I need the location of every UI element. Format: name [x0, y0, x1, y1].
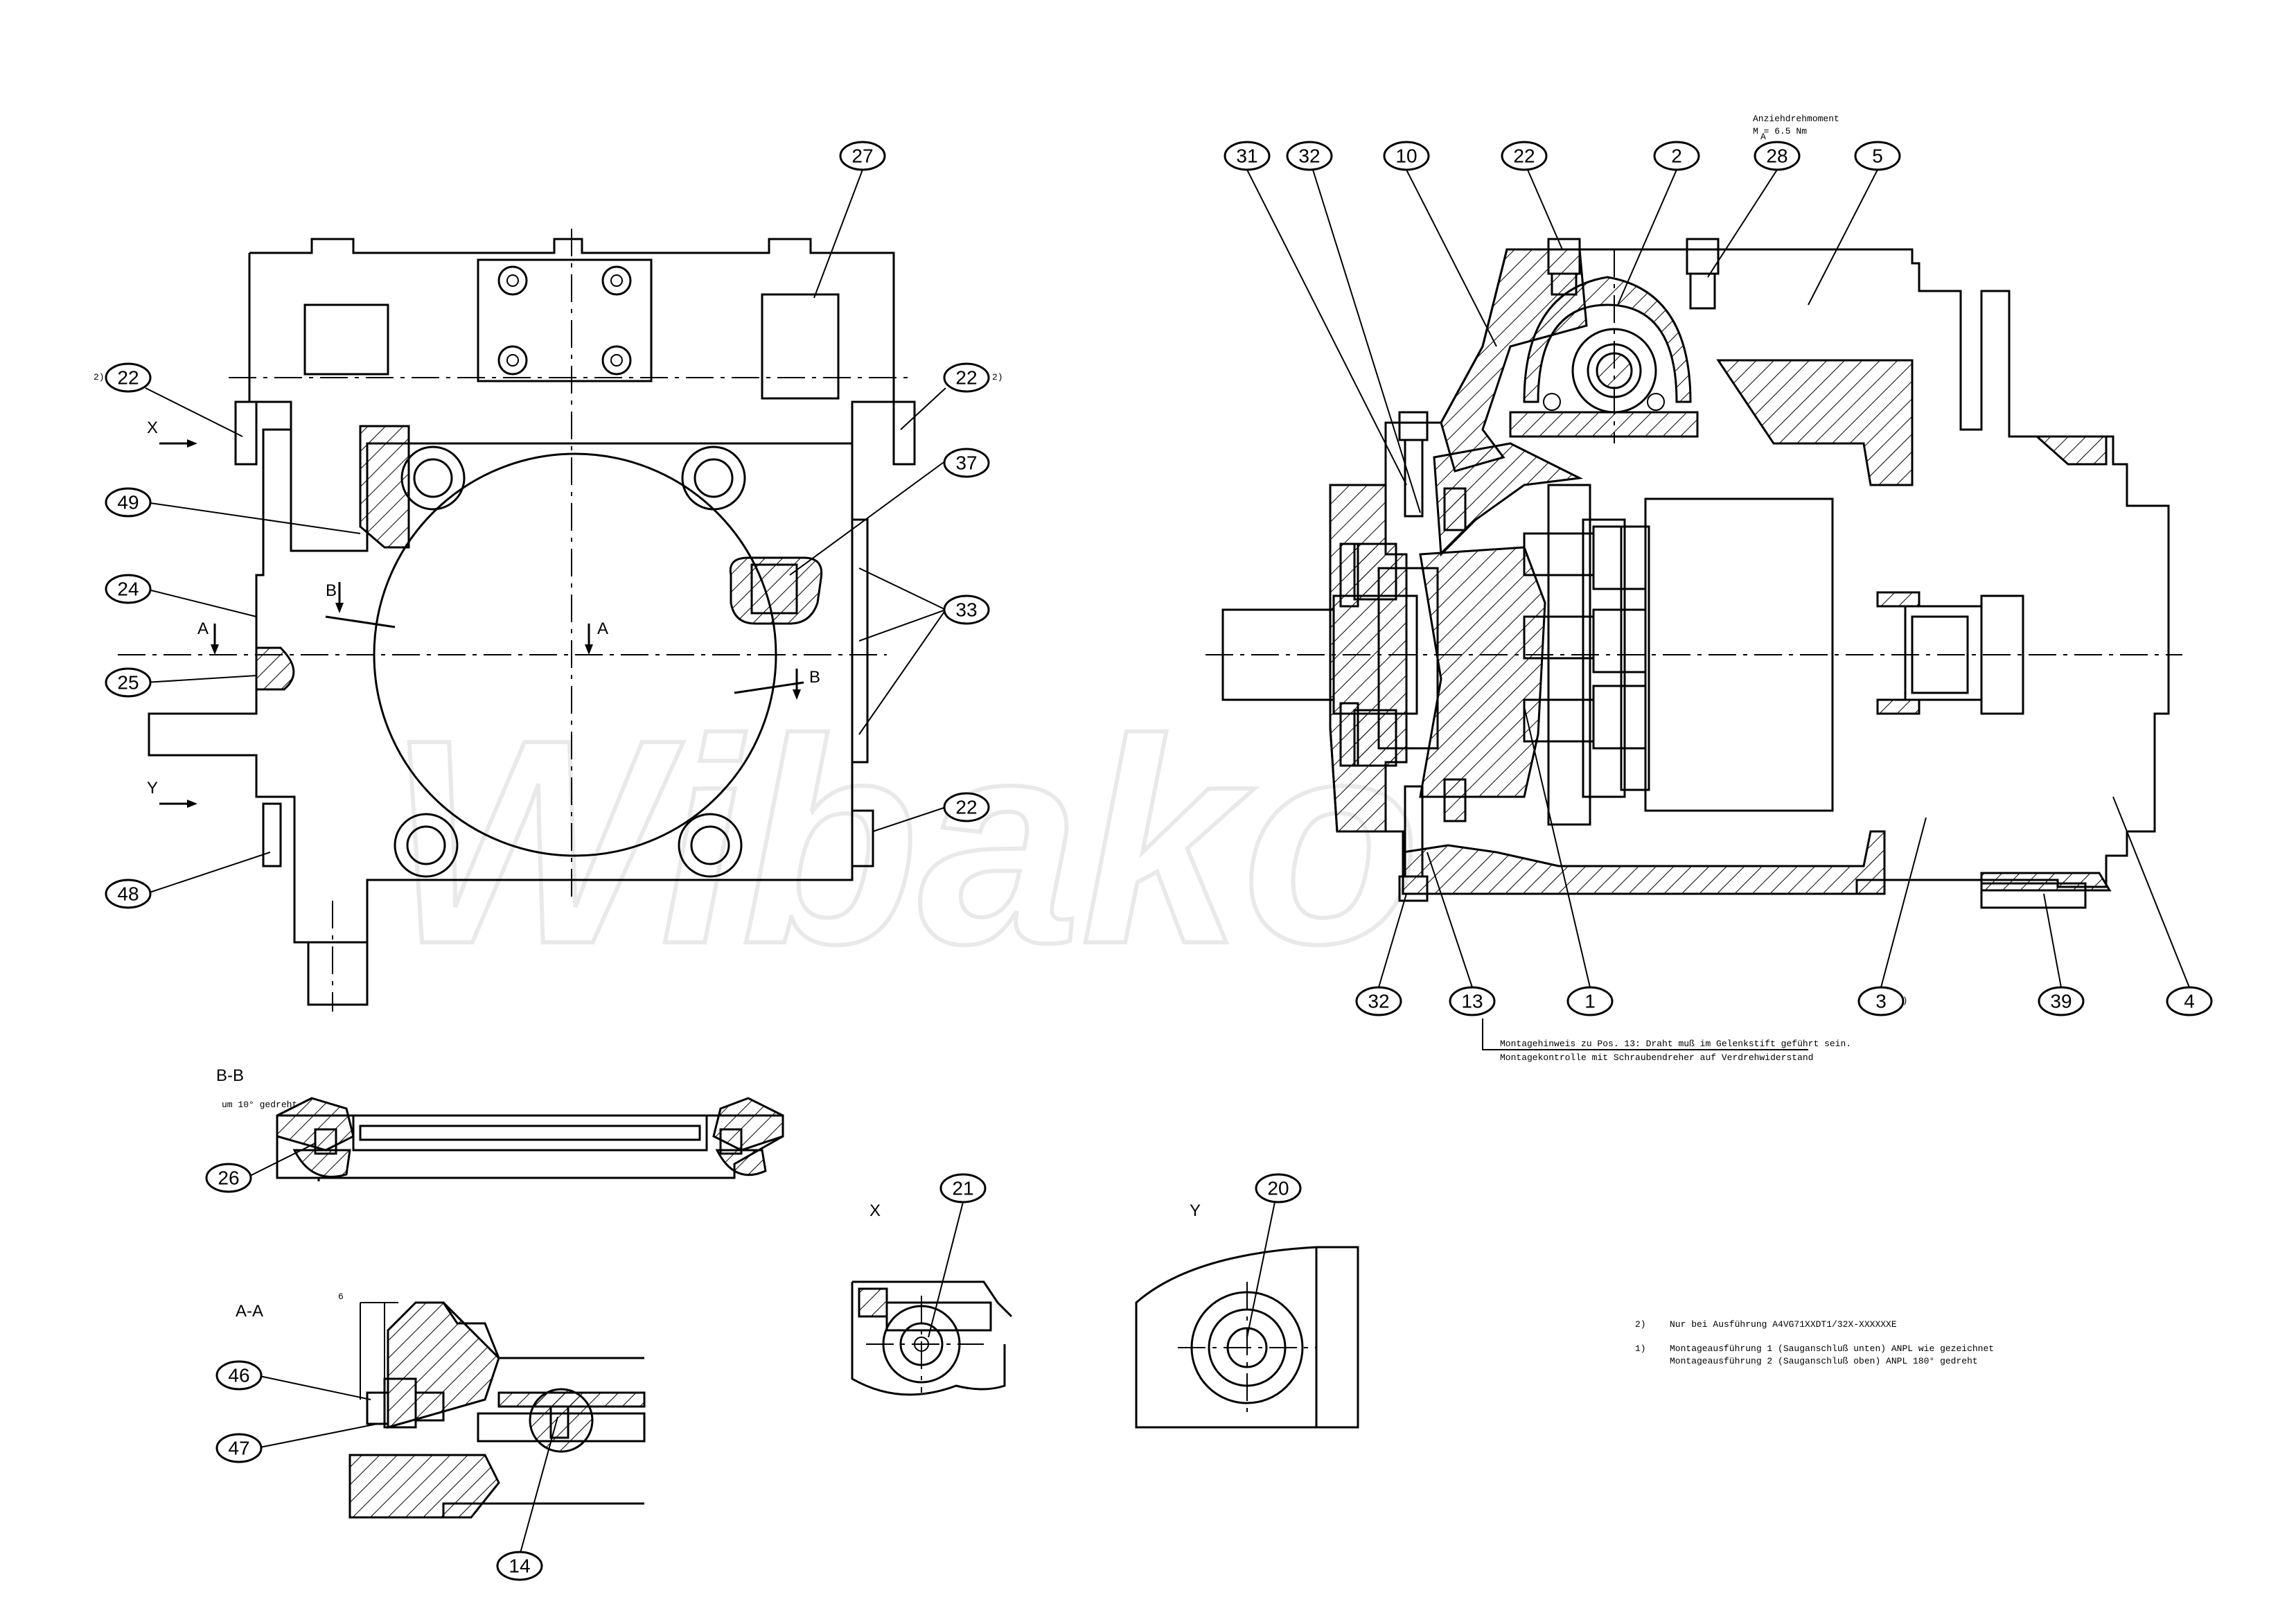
bubble-33: 33: [943, 594, 990, 625]
pistons: [1523, 525, 1647, 750]
front-view-markers: X Y A A B B 2) 2): [94, 372, 1003, 808]
svg-text:5: 5: [1872, 146, 1883, 167]
svg-text:24: 24: [117, 579, 139, 600]
bubble-4: 4: [2166, 986, 2213, 1016]
top-plate-bolts: [497, 265, 632, 376]
svg-text:22: 22: [117, 367, 139, 389]
svg-text:13: 13: [1461, 991, 1483, 1012]
svg-text:2: 2: [1671, 146, 1682, 167]
svg-text:14: 14: [509, 1555, 530, 1577]
torque-note-line2: M = 6.5 Nm: [1753, 126, 1807, 136]
bubble-3: 3: [1857, 986, 1905, 1016]
bubble-24: 24: [105, 574, 152, 604]
svg-text:22: 22: [1513, 146, 1535, 167]
bubble-10: 10: [1383, 141, 1430, 171]
bubble-26: 26: [205, 1163, 252, 1193]
bubble-13: 13: [1449, 986, 1496, 1016]
bubble-48: 48: [105, 879, 152, 909]
section-bb-note: um 10° gedreht: [222, 1100, 297, 1110]
watermark: Wibako: [388, 680, 1420, 1005]
section-a-marker-1: A: [197, 619, 209, 638]
svg-text:32: 32: [1298, 146, 1320, 167]
assembly-note: Montagehinweis zu Pos. 13: Draht muß im …: [1482, 1019, 1851, 1063]
bubble-25: 25: [105, 667, 152, 698]
bubble-31: 31: [1224, 141, 1271, 171]
svg-text:22: 22: [955, 797, 977, 818]
svg-text:49: 49: [117, 492, 139, 513]
bubble-20: 20: [1255, 1173, 1302, 1204]
leader-lines: [145, 169, 2190, 1556]
detail-y: Y: [1135, 1201, 1359, 1429]
footnotes: 2) Nur bei Ausführung A4VG71XXDT1/32X-XX…: [1635, 1319, 1994, 1366]
footnote-2-text: Nur bei Ausführung A4VG71XXDT1/32X-XXXXX…: [1670, 1319, 1897, 1330]
bubble-32: 32: [1355, 986, 1402, 1016]
svg-text:26: 26: [218, 1167, 239, 1189]
bubble-47: 47: [215, 1433, 263, 1463]
bubble-27: 27: [839, 141, 886, 171]
section-b-marker-1: B: [326, 581, 337, 600]
torque-note-sub: A: [1760, 132, 1766, 142]
svg-text:10: 10: [1395, 146, 1417, 167]
svg-text:39: 39: [2050, 991, 2072, 1012]
section-aa-label: A-A: [236, 1302, 263, 1321]
footnote-1-text-b: Montageausführung 2 (Sauganschluß oben) …: [1670, 1356, 1978, 1366]
assembly-note-line1: Montagehinweis zu Pos. 13: Draht muß im …: [1500, 1039, 1851, 1049]
torque-note-line1: Anziehdrehmoment: [1753, 114, 1839, 124]
svg-text:32: 32: [1368, 991, 1389, 1012]
superscript-2-right: 2): [992, 372, 1003, 382]
section-view: [1206, 238, 2182, 909]
bubble-46: 46: [215, 1360, 263, 1391]
svg-text:28: 28: [1766, 146, 1787, 167]
svg-text:37: 37: [955, 452, 977, 474]
detail-y-label: Y: [1190, 1201, 1201, 1220]
svg-text:33: 33: [955, 599, 977, 621]
view-x-marker: X: [147, 418, 158, 437]
svg-text:22: 22: [955, 367, 977, 389]
svg-text:3: 3: [1875, 991, 1887, 1012]
bubble-22: 22: [943, 792, 990, 822]
svg-text:25: 25: [117, 672, 139, 694]
bubble-21: 21: [939, 1173, 987, 1204]
bubble-22: 22: [943, 362, 990, 393]
footnote-1-text-a: Montageausführung 1 (Sauganschluß unten)…: [1670, 1343, 1994, 1354]
section-bb-label: B-B: [216, 1066, 244, 1085]
bubble-5: 5: [1854, 141, 1901, 171]
section-a-marker-2: A: [597, 619, 608, 638]
section-aa: A-A 6: [236, 1292, 646, 1519]
svg-text:46: 46: [228, 1365, 249, 1386]
dimension-6: 6: [338, 1292, 344, 1302]
svg-text:20: 20: [1267, 1178, 1289, 1199]
detail-x: X: [851, 1201, 1013, 1396]
footnote-1-mark: 1): [1635, 1343, 1646, 1354]
detail-x-label: X: [869, 1201, 881, 1220]
svg-text:47: 47: [228, 1438, 249, 1459]
bubble-32: 32: [1286, 141, 1333, 171]
svg-text:21: 21: [952, 1178, 973, 1199]
section-bb: B-B um 10° gedreht: [216, 1066, 784, 1181]
torque-note: Anziehdrehmoment M = 6.5 Nm A: [1753, 114, 1839, 142]
footnote-2-mark: 2): [1635, 1319, 1646, 1330]
bubble-14: 14: [496, 1551, 543, 1581]
superscript-2-left: 2): [94, 372, 105, 382]
bubble-22: 22: [105, 362, 152, 393]
bubble-22: 22: [1501, 141, 1548, 171]
svg-text:4: 4: [2184, 991, 2195, 1012]
bubble-2: 2: [1653, 141, 1700, 171]
bubble-1: 1: [1566, 986, 1614, 1016]
position-bubbles: 27 22 22 49 24 25 37 33 22 48 31 32 10 2…: [105, 141, 2213, 1581]
bubble-39: 39: [2038, 986, 2085, 1016]
bubble-28: 28: [1754, 141, 1801, 171]
assembly-note-line2: Montagekontrolle mit Schraubendreher auf…: [1500, 1052, 1813, 1063]
svg-text:48: 48: [117, 883, 139, 905]
bubble-49: 49: [105, 487, 152, 518]
svg-text:31: 31: [1236, 146, 1257, 167]
bubble-37: 37: [943, 448, 990, 478]
svg-text:1: 1: [1584, 991, 1596, 1012]
section-b-marker-2: B: [809, 668, 820, 687]
front-view: [118, 229, 916, 1012]
svg-text:27: 27: [851, 146, 873, 167]
view-y-marker: Y: [147, 779, 158, 797]
